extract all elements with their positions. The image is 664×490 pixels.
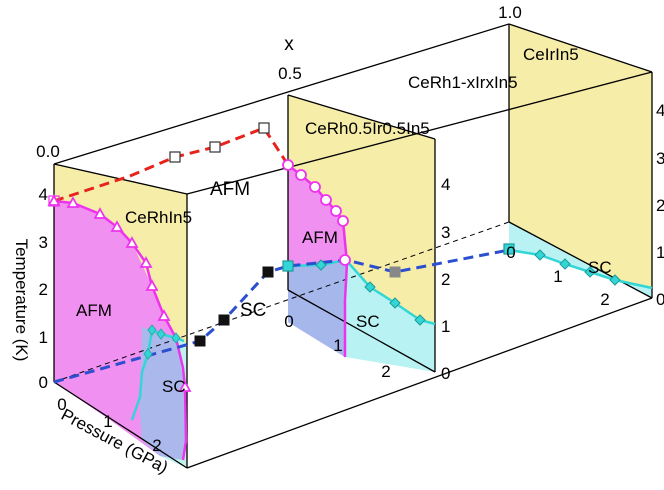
temp-tick-x10-1: 1: [656, 243, 664, 262]
pressure-ticks-x10: 0 1 2: [506, 243, 609, 309]
temp-tick-4: 4: [39, 185, 48, 204]
temp-tick-x05-1: 1: [441, 317, 450, 336]
pressure-ticks-x05: 0 1 2: [284, 312, 390, 381]
x-tick-05: 0.5: [278, 64, 302, 83]
pressure-tick-x05-2: 2: [381, 362, 390, 381]
sc-label-x10: SC: [588, 258, 612, 277]
temp-tick-x10-4: 4: [656, 101, 664, 120]
frame: [53, 23, 653, 469]
pressure-tick-x0-2: 2: [152, 436, 161, 455]
temp-tick-x05-2: 2: [441, 270, 450, 289]
temp-tick-x10-0: 0: [656, 290, 664, 309]
pressure-tick-x0-0: 0: [57, 395, 66, 414]
temperature-ticks: 0 1 2 3 4: [39, 185, 48, 392]
temp-tick-x05-0: 0: [441, 364, 450, 383]
afm-region-label-main: AFM: [210, 179, 250, 200]
pressure-tick-x05-0: 0: [284, 312, 293, 331]
afm-label-x0: AFM: [76, 301, 112, 320]
temperature-ticks-x10: 0 1 2 3 4: [656, 101, 664, 309]
temp-tick-x10-3: 3: [656, 149, 664, 168]
tc-markers-x10: [534, 249, 621, 286]
panel-background-x10: [509, 24, 652, 298]
afm-label-x05: AFM: [302, 228, 338, 247]
overlap-region-x0: [140, 327, 186, 460]
pressure-tick-x10-2: 2: [600, 290, 609, 309]
pressure-tick-x10-0: 0: [506, 243, 515, 262]
temp-tick-x05-3: 3: [441, 223, 450, 242]
panel-title-x10: CeIrIn5: [523, 45, 579, 64]
sc-region-label-main: SC: [240, 300, 266, 321]
x-tick-10: 1.0: [498, 3, 522, 22]
junction-markers: [48, 195, 515, 272]
temperature-axis-title: Temperature (K): [12, 239, 31, 362]
x-ticks: 0.0 0.5 1.0: [36, 3, 522, 161]
temp-tick-x10-2: 2: [656, 196, 664, 215]
pressure-ticks-x0: 0 1 2: [57, 395, 161, 455]
sc-label-x05: SC: [356, 312, 380, 331]
tn-line-x05: [287, 164, 349, 357]
ambient-tc-line: [53, 248, 510, 384]
sc-label-x0: SC: [162, 377, 186, 396]
temperature-ticks-x05: 0 1 2 3 4: [441, 175, 450, 383]
panel-title-x0: CeRhIn5: [125, 208, 192, 227]
pressure-tick-x0-1: 1: [103, 412, 112, 431]
tc-line-x10: [508, 248, 653, 290]
tn-markers-x0: [47, 194, 192, 392]
tc-markers-x0: [143, 324, 181, 360]
ambient-tn-line: [53, 126, 290, 203]
temp-tick-1: 1: [39, 328, 48, 347]
pressure-tick-x05-1: 1: [333, 336, 342, 355]
pressure-tick-x10-1: 1: [553, 267, 562, 286]
chart-title: CeRh1-xIrxIn5: [408, 73, 518, 92]
tn-markers-x05: [282, 159, 351, 266]
temp-tick-x05-4: 4: [441, 175, 450, 194]
x-axis-title: x: [284, 34, 294, 55]
temp-tick-3: 3: [39, 233, 48, 252]
tc-markers-x05: [315, 259, 426, 326]
x-tick-0: 0.0: [36, 142, 60, 161]
ambient-tc-markers: [194, 266, 401, 347]
temp-tick-2: 2: [39, 280, 48, 299]
temp-tick-0: 0: [39, 373, 48, 392]
panel-title-x05: CeRh0.5Ir0.5In5: [305, 119, 430, 138]
ambient-tn-markers: [169, 122, 270, 163]
overlap-region-x05: [288, 260, 347, 357]
